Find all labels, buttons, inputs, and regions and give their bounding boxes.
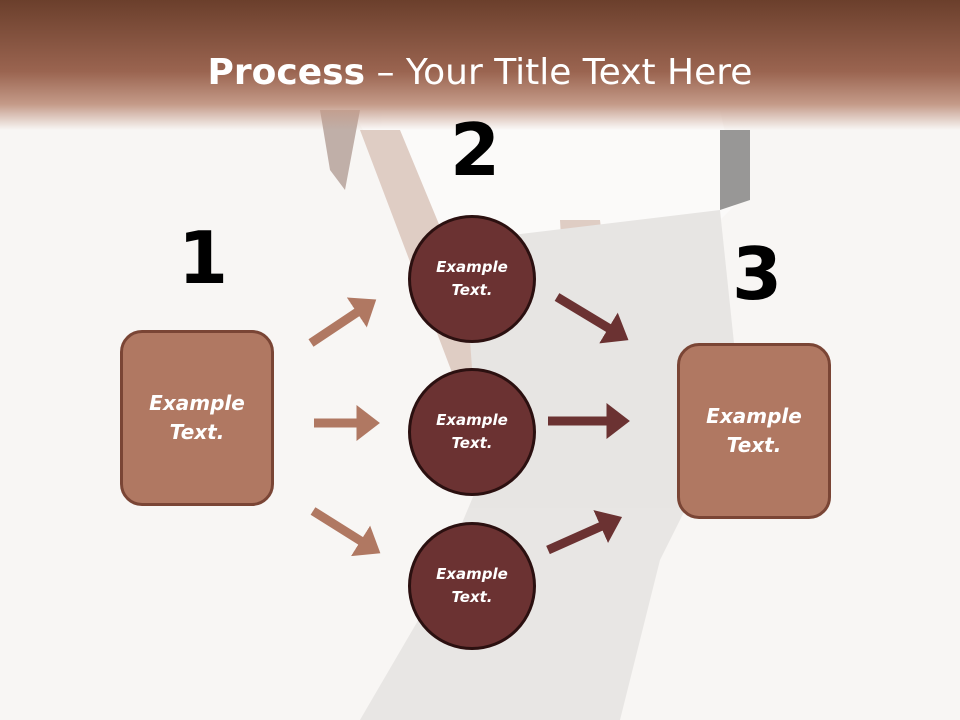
circle-middle-line2: Text. [451,434,493,452]
circle-middle-line1: Example [436,411,508,429]
circle-top-line2: Text. [451,281,493,299]
step-1-text-line2: Text. [169,420,225,444]
circle-bottom-line2: Text. [451,588,493,606]
page-title: Process – Your Title Text Here [0,52,960,93]
arrow-circle-top-to-3 [554,293,629,344]
step-3-text-line1: Example [706,404,802,428]
title-bold: Process [207,52,366,93]
circle-top-line1: Example [436,258,508,276]
arrow-1-to-circle-bottom [310,507,381,557]
step-2-number: 2 [450,108,501,192]
title-rest: – Your Title Text Here [365,52,753,93]
step-3-text-line2: Text. [726,433,782,457]
step-1-text-line1: Example [149,391,245,415]
title-bar [0,0,960,130]
circle-bottom-line1: Example [436,565,508,583]
step-1-number: 1 [178,216,229,300]
arrow-circle-bottom-to-3 [546,510,623,555]
arrow-1-to-circle-top [308,297,377,347]
step-3-number: 3 [732,232,783,316]
